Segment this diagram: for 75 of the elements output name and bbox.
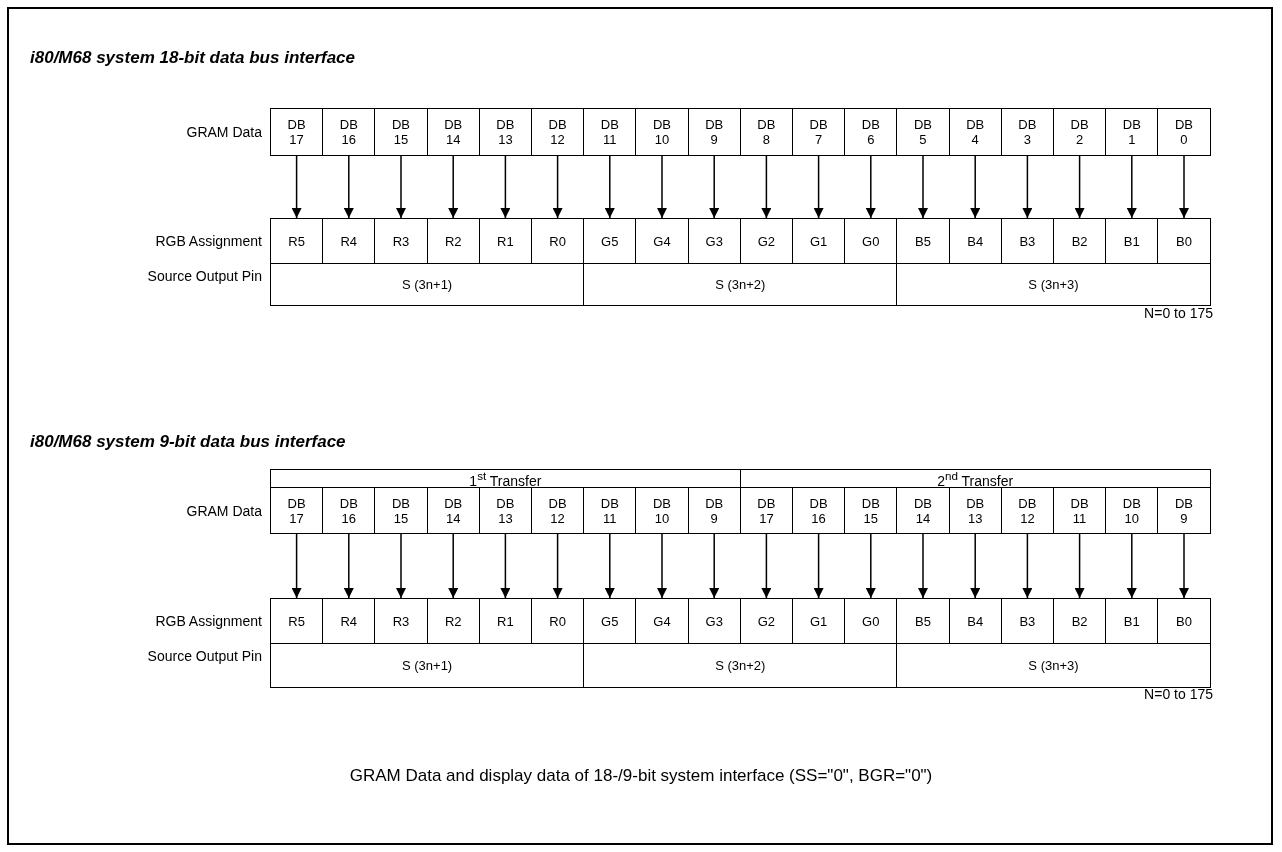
arrow bbox=[657, 533, 667, 599]
arrow bbox=[291, 533, 302, 599]
arrow bbox=[1022, 155, 1033, 219]
arrow bbox=[918, 155, 928, 219]
arrow bbox=[1074, 533, 1085, 599]
data-bit-cell: DB 8 bbox=[739, 108, 793, 156]
range-note: N=0 to 175 bbox=[1144, 305, 1213, 321]
arrow bbox=[1126, 533, 1137, 599]
row-label: GRAM Data bbox=[186, 503, 262, 519]
data-bit-cell: DB 15 bbox=[374, 108, 428, 156]
arrow bbox=[1022, 533, 1033, 599]
arrow bbox=[500, 155, 511, 219]
figure-caption: GRAM Data and display data of 18-/9-bit system interface (SS="0", BGR="0") bbox=[349, 766, 933, 786]
row-label: RGB Assignment bbox=[155, 233, 262, 249]
arrow bbox=[552, 155, 563, 219]
arrow bbox=[970, 155, 981, 219]
data-bit-cell: DB 14 bbox=[426, 108, 480, 156]
arrow bbox=[709, 533, 720, 599]
arrow bbox=[1126, 155, 1137, 219]
arrow bbox=[396, 155, 406, 219]
data-bit-cell: DB 17 bbox=[270, 487, 324, 534]
data-bit-cell: DB 9 bbox=[687, 108, 741, 156]
data-bit-cell: DB 12 bbox=[531, 108, 585, 156]
arrow bbox=[552, 533, 563, 599]
data-bit-cell: DB 5 bbox=[896, 108, 950, 156]
arrow bbox=[865, 155, 876, 219]
arrow bbox=[343, 533, 354, 599]
rgb-assignment-cell: R5 bbox=[270, 598, 324, 644]
data-bit-cell: DB 16 bbox=[322, 108, 376, 156]
arrow bbox=[291, 155, 302, 219]
arrow bbox=[761, 155, 772, 219]
arrow bbox=[604, 533, 615, 599]
row-label: Source Output Pin bbox=[147, 648, 262, 664]
data-bit-cell: DB 9 bbox=[1157, 487, 1211, 534]
arrow bbox=[448, 155, 459, 219]
data-bit-cell: DB 4 bbox=[948, 108, 1002, 156]
row-label: RGB Assignment bbox=[155, 613, 262, 629]
arrow bbox=[396, 533, 406, 599]
arrow bbox=[657, 155, 667, 219]
source-pin-cell: S (3n+3) bbox=[896, 263, 1211, 306]
source-pin-cell: S (3n+1) bbox=[270, 263, 585, 306]
row-label: Source Output Pin bbox=[147, 268, 262, 284]
data-bit-cell: DB 1 bbox=[1105, 108, 1159, 156]
data-bit-cell: DB 7 bbox=[792, 108, 846, 156]
data-bit-cell: DB 3 bbox=[1000, 108, 1054, 156]
source-pin-cell: S (3n+3) bbox=[896, 643, 1211, 688]
arrow bbox=[500, 533, 511, 599]
source-pin-cell: S (3n+1) bbox=[270, 643, 585, 688]
data-bit-cell: DB 2 bbox=[1053, 108, 1107, 156]
arrow bbox=[448, 533, 459, 599]
data-bit-cell: DB 17 bbox=[270, 108, 324, 156]
rgb-assignment-cell: B0 bbox=[1157, 218, 1211, 264]
row-label: GRAM Data bbox=[186, 124, 262, 140]
section-title: i80/M68 system 9-bit data bus interface bbox=[30, 432, 346, 452]
arrow bbox=[865, 533, 876, 599]
arrow bbox=[1179, 533, 1189, 599]
range-note: N=0 to 175 bbox=[1144, 686, 1213, 702]
arrow bbox=[604, 155, 615, 219]
data-bit-cell: DB 13 bbox=[478, 108, 532, 156]
data-bit-cell: DB 0 bbox=[1157, 108, 1211, 156]
arrow bbox=[813, 533, 824, 599]
rgb-assignment-cell: R5 bbox=[270, 218, 324, 264]
data-bit-cell: DB 10 bbox=[635, 108, 689, 156]
arrow bbox=[761, 533, 772, 599]
arrow bbox=[1074, 155, 1085, 219]
arrow bbox=[970, 533, 981, 599]
section-title: i80/M68 system 18-bit data bus interface bbox=[30, 48, 356, 68]
data-bit-cell: DB 11 bbox=[583, 108, 637, 156]
arrow bbox=[343, 155, 354, 219]
arrow bbox=[918, 533, 928, 599]
arrow bbox=[709, 155, 720, 219]
rgb-assignment-cell: B0 bbox=[1157, 598, 1211, 644]
data-bit-cell: DB 6 bbox=[844, 108, 898, 156]
arrow bbox=[1179, 155, 1189, 219]
arrow bbox=[813, 155, 824, 219]
